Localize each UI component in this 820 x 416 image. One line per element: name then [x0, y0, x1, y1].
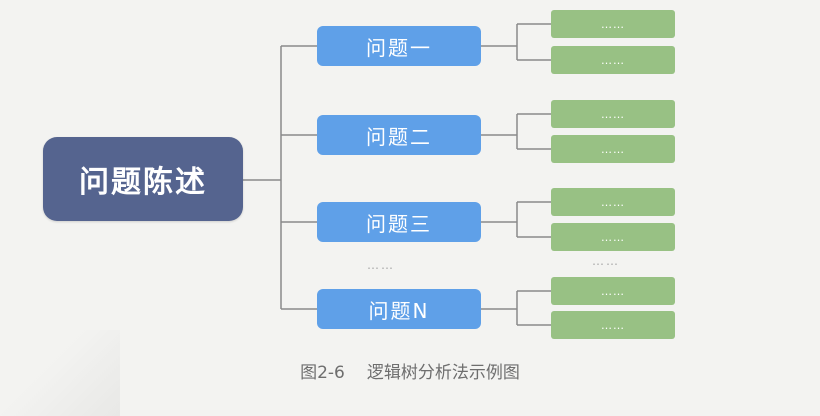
branch-node-1: 问题一 [317, 26, 481, 66]
branch-node-2: 问题二 [317, 115, 481, 155]
background-shade [0, 330, 120, 416]
leaf-ellipsis: …… [592, 254, 620, 268]
leaf-node-1-1: …… [551, 10, 675, 38]
branch-node-n: 问题N [317, 289, 481, 329]
leaf-node-1-2: …… [551, 46, 675, 74]
figure-caption: 图2-6 逻辑树分析法示例图 [0, 358, 820, 383]
branch-node-3: 问题三 [317, 202, 481, 242]
root-node-problem-statement: 问题陈述 [43, 137, 243, 221]
caption-number: 图2-6 [300, 363, 345, 383]
leaf-node-3-1: …… [551, 188, 675, 216]
leaf-node-3-2: …… [551, 223, 675, 251]
leaf-node-2-1: …… [551, 100, 675, 128]
leaf-node-n-1: …… [551, 277, 675, 305]
caption-title: 逻辑树分析法示例图 [366, 363, 520, 383]
branch-ellipsis: …… [367, 258, 395, 272]
leaf-node-n-2: …… [551, 311, 675, 339]
leaf-node-2-2: …… [551, 135, 675, 163]
